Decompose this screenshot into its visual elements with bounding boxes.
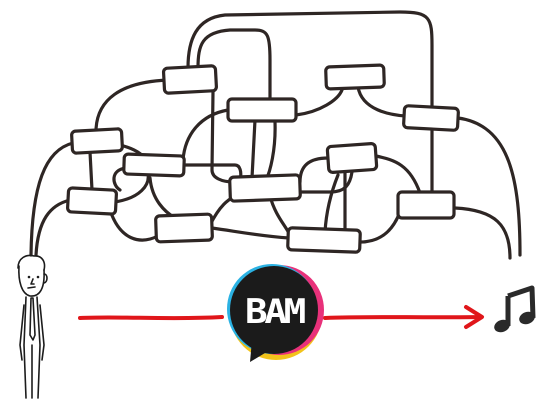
wire <box>250 118 257 180</box>
wire <box>181 108 230 162</box>
bubble-body <box>230 266 318 354</box>
node-box <box>402 104 460 132</box>
node-box <box>324 63 386 91</box>
node-box <box>226 97 298 123</box>
wire <box>323 173 340 234</box>
wire <box>268 194 292 237</box>
person-body <box>23 296 27 399</box>
wire <box>113 172 150 204</box>
wire <box>34 198 72 257</box>
wire <box>356 85 408 118</box>
wire <box>108 208 160 242</box>
person-arm <box>39 304 45 361</box>
wire <box>298 170 354 194</box>
person-eye <box>36 275 40 279</box>
wire <box>453 206 512 260</box>
wire <box>264 120 277 182</box>
speech-bubble-logo: BAM <box>227 264 324 362</box>
wire <box>210 226 291 240</box>
node-box <box>228 173 302 203</box>
red-arrow-head <box>464 305 484 329</box>
node-box <box>66 186 118 216</box>
node-box <box>161 64 218 95</box>
person-tie <box>29 297 36 341</box>
wire <box>358 210 402 244</box>
person-eye <box>27 275 31 279</box>
node-box <box>122 152 186 178</box>
person-arm <box>19 304 25 361</box>
wire <box>294 88 344 117</box>
node-box <box>396 190 456 220</box>
person-hair <box>17 254 46 271</box>
node-box <box>325 142 379 174</box>
node-box <box>286 226 362 254</box>
node-box <box>70 127 124 155</box>
music-note-icon <box>494 285 536 333</box>
person-body <box>36 296 41 399</box>
red-arrow-left <box>78 315 224 321</box>
wire <box>88 150 94 192</box>
logo-text: BAM <box>245 292 306 332</box>
red-arrow-right <box>323 315 480 320</box>
wire <box>196 28 272 102</box>
wire <box>94 78 170 132</box>
wire <box>148 176 177 220</box>
wire <box>29 141 75 257</box>
person-ear <box>43 273 48 284</box>
wire <box>186 10 434 114</box>
wire <box>374 154 422 195</box>
person-mouth <box>27 286 36 289</box>
wire <box>456 116 522 257</box>
wire <box>298 156 330 184</box>
person-figure <box>17 254 48 399</box>
person-nose <box>30 278 35 285</box>
network-boxes <box>66 63 460 254</box>
node-box <box>154 212 214 244</box>
